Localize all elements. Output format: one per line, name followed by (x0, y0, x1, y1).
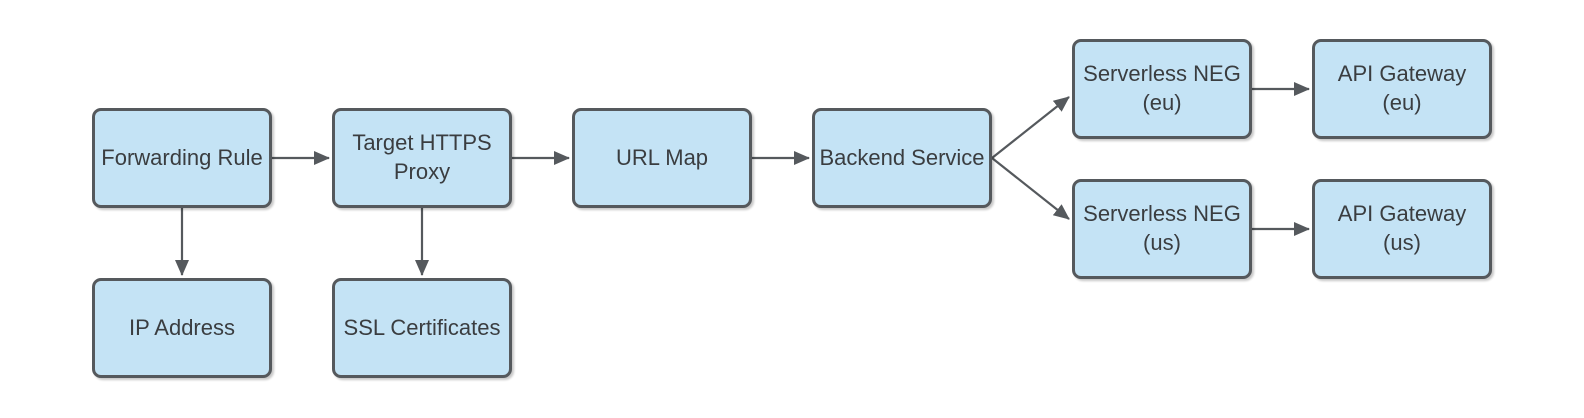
node-api-gateway-eu: API Gateway (eu) (1312, 39, 1492, 139)
node-label: API Gateway (eu) (1337, 61, 1467, 115)
arrow-backend-service-to-serverless-neg-eu (991, 96, 1070, 159)
node-backend-service: Backend Service (812, 108, 992, 208)
node-label: API Gateway (us) (1337, 201, 1467, 255)
node-label: SSL Certificates (343, 314, 501, 340)
node-label: IP Address (129, 314, 235, 340)
node-url-map: URL Map (572, 108, 752, 208)
node-serverless-neg-eu: Serverless NEG (eu) (1072, 39, 1252, 139)
arrow-backend-service-to-serverless-neg-us (991, 157, 1070, 220)
node-label: Backend Service (819, 144, 985, 170)
node-ip-address: IP Address (92, 278, 272, 378)
node-api-gateway-us: API Gateway (us) (1312, 179, 1492, 279)
node-label: Target HTTPS Proxy (352, 130, 492, 184)
node-serverless-neg-us: Serverless NEG (us) (1072, 179, 1252, 279)
node-label: Forwarding Rule (101, 144, 263, 170)
node-forwarding-rule: Forwarding Rule (92, 108, 272, 208)
node-ssl-certificates: SSL Certificates (332, 278, 512, 378)
node-label: URL Map (615, 144, 709, 170)
node-target-https-proxy: Target HTTPS Proxy (332, 108, 512, 208)
node-label: Serverless NEG (eu) (1083, 61, 1241, 115)
node-label: Serverless NEG (us) (1083, 201, 1241, 255)
